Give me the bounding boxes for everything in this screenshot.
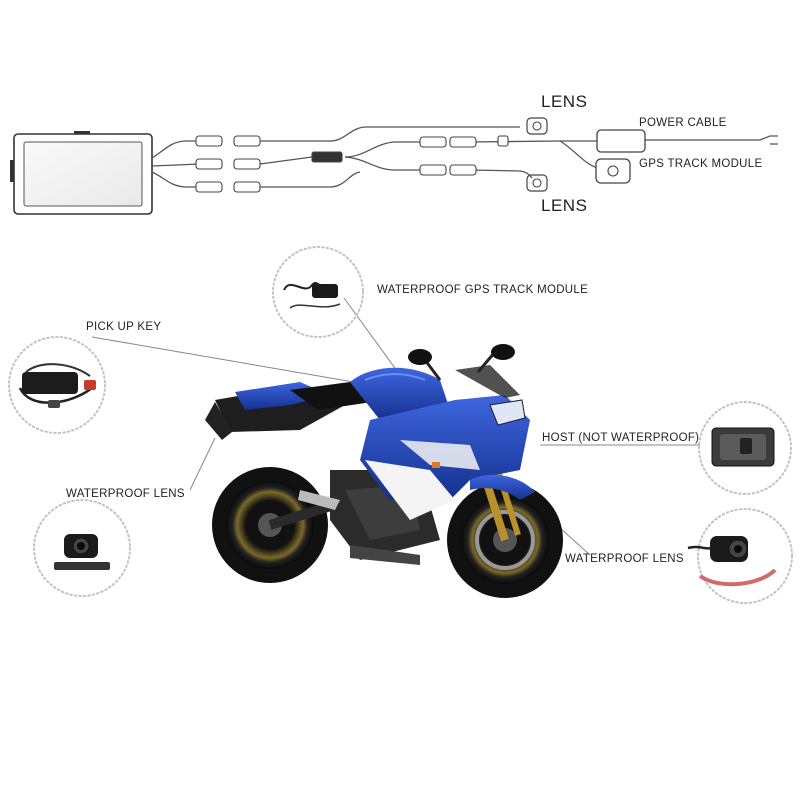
motorcycle-illustration — [205, 344, 563, 598]
callout-lens-left: WATERPROOF LENS — [66, 488, 185, 500]
lens-unit-bottom — [526, 174, 548, 192]
dvr-host-screen — [10, 131, 153, 215]
host-unit-photo — [711, 427, 775, 467]
gps-module-photo — [283, 282, 341, 309]
callout-pick-up-key: PICK UP KEY — [86, 321, 162, 333]
power-box — [596, 129, 646, 153]
lens-unit-top — [526, 117, 548, 135]
lens-right-photo — [687, 536, 777, 587]
power-cable-label: POWER CABLE — [639, 117, 727, 129]
lens-bottom-label: LENS — [541, 196, 588, 215]
callout-host: HOST (NOT WATERPROOF) — [542, 432, 700, 444]
lens-left-photo — [54, 534, 110, 570]
gps-module-box — [595, 158, 631, 184]
callout-lens-right: WATERPROOF LENS — [565, 553, 684, 565]
lens-top-label: LENS — [541, 92, 588, 111]
pick-up-key-photo — [18, 363, 96, 408]
gps-module-label: GPS TRACK MODULE — [639, 158, 763, 170]
detail-circles — [8, 246, 793, 604]
connector-set — [195, 135, 509, 193]
cable-bundle — [151, 126, 778, 188]
callout-gps-waterproof: WATERPROOF GPS TRACK MODULE — [377, 284, 589, 296]
wiring-diagram — [10, 117, 778, 215]
